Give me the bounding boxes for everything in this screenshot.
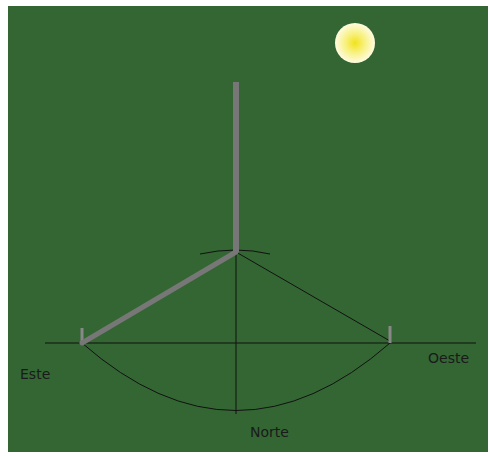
shadow-arc xyxy=(82,343,390,411)
ground xyxy=(8,6,488,452)
morning-shadow xyxy=(82,252,236,343)
north-line xyxy=(236,252,237,414)
sun xyxy=(335,23,375,63)
afternoon-shadow-line xyxy=(236,252,390,341)
east-west-line xyxy=(45,343,476,344)
direction-label: Norte xyxy=(250,425,289,439)
gnomon-stick xyxy=(233,82,239,252)
direction-label: Este xyxy=(20,367,50,381)
shadow-tip-mark xyxy=(389,326,392,343)
direction-label: Oeste xyxy=(428,351,469,365)
